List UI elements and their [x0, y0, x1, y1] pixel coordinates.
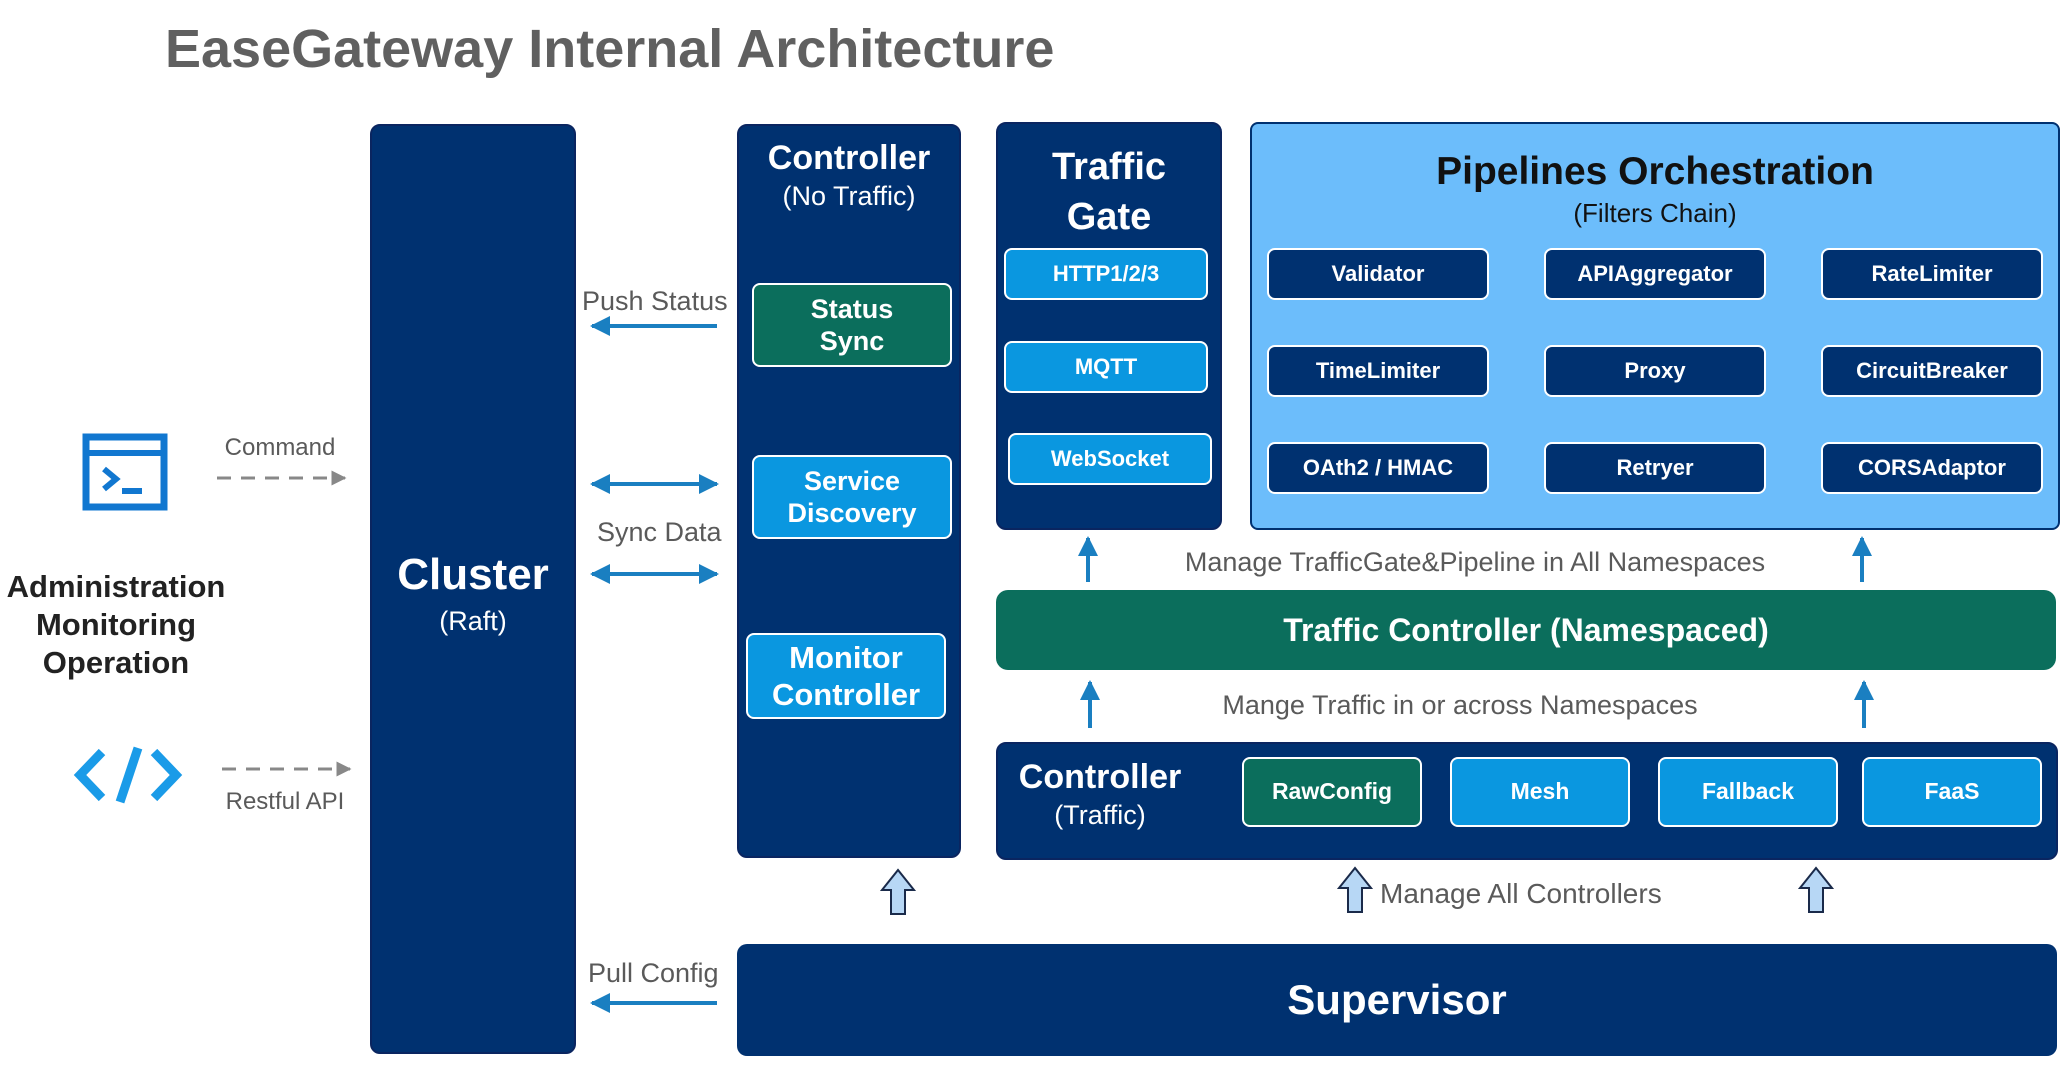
terminal-icon	[82, 433, 168, 511]
service-discovery-box[interactable]: Service Discovery	[752, 455, 952, 539]
controller-no-traffic-title: Controller	[767, 139, 931, 177]
service-discovery-line-1: Service	[803, 465, 901, 496]
push-status-label: Push Status	[582, 286, 728, 316]
hollow-arrow-controller	[879, 868, 917, 915]
admin-role-administration: Administration	[6, 569, 226, 604]
filter-corsadaptor[interactable]: CORSAdaptor	[1821, 442, 2043, 494]
monitor-controller-line-1: Monitor	[789, 639, 903, 675]
filter-validator[interactable]: Validator	[1267, 248, 1489, 300]
filter-retryer[interactable]: Retryer	[1544, 442, 1766, 494]
code-icon	[73, 746, 183, 804]
manage-all-label: Manage All Controllers	[1380, 878, 1662, 909]
filter-timelimiter[interactable]: TimeLimiter	[1267, 345, 1489, 397]
restful-api-label: Restful API	[225, 788, 345, 815]
page-title: EaseGateway Internal Architecture	[165, 19, 1055, 79]
protocol-mqtt[interactable]: MQTT	[1004, 341, 1208, 393]
controller-mesh[interactable]: Mesh	[1450, 757, 1630, 827]
monitor-controller-line-2: Controller	[771, 677, 921, 712]
controller-rawconfig[interactable]: RawConfig	[1242, 757, 1422, 827]
status-sync-line-2: Sync	[819, 326, 885, 356]
cluster-subtitle: (Raft)	[439, 606, 507, 636]
sync-data-label: Sync Data	[597, 517, 722, 547]
service-discovery-line-2: Discovery	[787, 498, 917, 528]
traffic-gate-title-line-2: Gate	[1066, 196, 1152, 238]
filter-proxy[interactable]: Proxy	[1544, 345, 1766, 397]
status-sync-line-1: Status	[810, 293, 894, 324]
manage-traffic-label: Mange Traffic in or across Namespaces	[1222, 690, 1698, 720]
supervisor-bar[interactable]: Supervisor	[737, 944, 2057, 1056]
status-sync-box[interactable]: Status Sync	[752, 283, 952, 367]
hollow-arrow-manage-left	[1336, 866, 1374, 913]
pipelines-subtitle: (Filters Chain)	[1573, 198, 1737, 228]
protocol-websocket[interactable]: WebSocket	[1008, 433, 1212, 485]
manage-gate-label: Manage TrafficGate&Pipeline in All Names…	[1184, 547, 1766, 577]
controller-faas[interactable]: FaaS	[1862, 757, 2042, 827]
controller-traffic-title: Controller	[1018, 758, 1182, 796]
filter-ratelimiter[interactable]: RateLimiter	[1821, 248, 2043, 300]
monitor-controller-box[interactable]: Monitor Controller	[746, 633, 946, 719]
traffic-controller-bar[interactable]: Traffic Controller (Namespaced)	[996, 590, 2056, 670]
traffic-gate-title-line-1: Traffic	[1051, 146, 1167, 188]
hollow-arrow-manage-right	[1797, 866, 1835, 913]
controller-fallback[interactable]: Fallback	[1658, 757, 1838, 827]
filter-apiaggregator[interactable]: APIAggregator	[1544, 248, 1766, 300]
controller-no-traffic-subtitle: (No Traffic)	[782, 181, 916, 211]
filter-circuitbreaker[interactable]: CircuitBreaker	[1821, 345, 2043, 397]
admin-role-monitoring: Monitoring	[35, 607, 197, 642]
protocol-http[interactable]: HTTP1/2/3	[1004, 248, 1208, 300]
controller-traffic-subtitle: (Traffic)	[1054, 800, 1146, 830]
admin-role-operation: Operation	[42, 645, 190, 680]
filter-oauth-hmac[interactable]: OAth2 / HMAC	[1267, 442, 1489, 494]
cluster-title: Cluster	[397, 550, 549, 599]
command-label: Command	[224, 434, 336, 461]
pipelines-title: Pipelines Orchestration	[1436, 150, 1874, 193]
admin-roles: Administration Monitoring Operation	[0, 568, 232, 682]
cluster-panel[interactable]: Cluster (Raft)	[370, 124, 576, 1054]
pull-config-label: Pull Config	[588, 958, 719, 988]
